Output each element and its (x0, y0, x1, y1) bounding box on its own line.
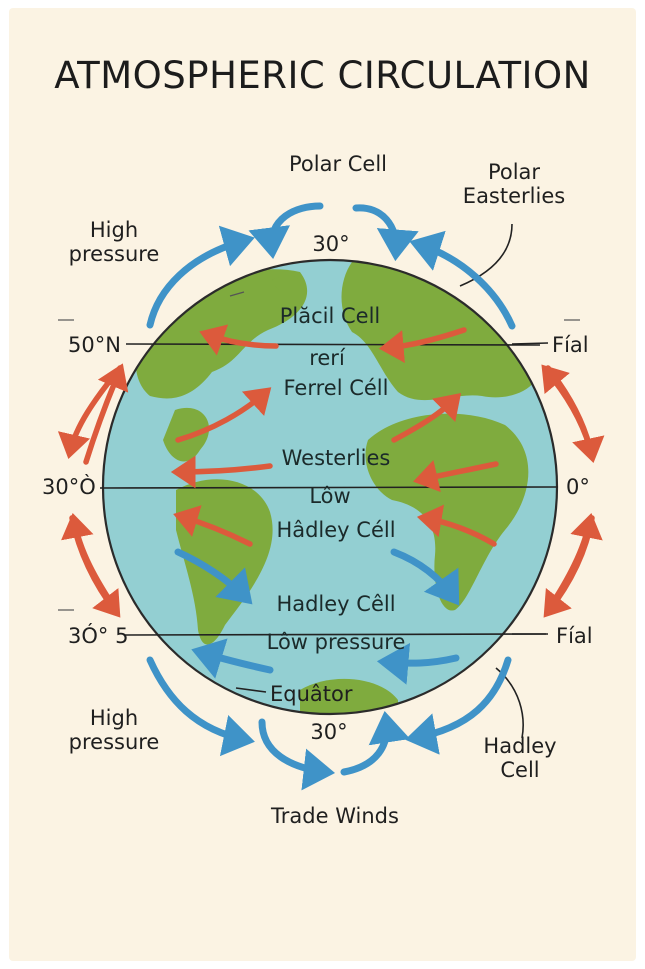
decorative-ticks (58, 291, 580, 611)
label-polar-easterlies-line2: Easterlies (462, 184, 566, 209)
label-low-pressure: Lôw pressure (266, 630, 406, 654)
label-hadley-cell-lower: Hadley Cêll (276, 592, 396, 616)
label-30-degree-top: 30° (312, 232, 350, 256)
label-hadley-cell-upper: Hâdley Céll (276, 518, 396, 542)
north-arrow-left (146, 225, 255, 329)
label-latitude-30o: 30°Ò (42, 475, 96, 499)
trade-cell-arrow-right (340, 711, 411, 776)
label-reri: rerí (309, 346, 345, 370)
north-arrow-right (409, 230, 516, 330)
label-ferrel-cell: Ferrel Céll (283, 376, 389, 400)
label-latitude-50n: 50°N (68, 333, 121, 357)
polar-cell-arrow-right (352, 204, 419, 262)
trade-arrow-east (416, 504, 497, 547)
hadley-arrow-east (390, 548, 460, 606)
label-high-pressure-south: High pressure (52, 706, 176, 754)
label-high-pressure-south-line1: High (89, 706, 139, 730)
cold-circulation-arrows (146, 202, 516, 791)
label-hadley-cell-south-line1: Hadley (483, 734, 557, 758)
label-hadley-cell-south-line2: Cell (500, 758, 540, 783)
tick (229, 291, 245, 297)
eurasia (341, 261, 543, 401)
left-arrow-upper-down (83, 363, 129, 465)
label-latitude-30s: 3Ó° 5 (68, 624, 129, 648)
right-arrow-lower-up (545, 512, 603, 613)
antarctica (300, 678, 398, 714)
polar-surface-arrow-west (199, 324, 279, 356)
ferrel-arrow-east (391, 392, 462, 443)
leader-equator (235, 687, 267, 693)
latitude-line-30s (123, 633, 547, 636)
label-polar-cell: Polar Cell (288, 152, 388, 176)
label-high-pressure-north: High pressure (52, 218, 176, 266)
polar-cell-arrow-left (248, 202, 324, 260)
westerlies-arrow-west (170, 455, 273, 489)
greenland (272, 275, 301, 293)
label-fial-top: Fíal (552, 333, 589, 357)
south-arrow-right (405, 656, 512, 755)
leader-polar-easterlies (459, 223, 513, 287)
label-trade-winds: Trade Winds (271, 804, 399, 828)
label-westerlies: Westerlies (281, 446, 391, 470)
ferrel-arrow-west (175, 387, 272, 443)
label-fial-bottom: Fíal (556, 624, 593, 648)
label-placil-cell: Plăcil Cell (279, 304, 381, 328)
leader-fial-top (511, 342, 549, 345)
trade-cell-arrow-left (258, 718, 336, 791)
left-arrow-lower-up (61, 512, 119, 613)
label-equator: Equâtor (270, 682, 353, 706)
label-polar-easterlies-line1: Polar (487, 160, 541, 184)
label-high-pressure-north-line1: High (89, 218, 139, 242)
label-0-degree: 0° (566, 475, 590, 499)
surface-arrow-east (376, 642, 460, 685)
hadley-arrow-west (174, 548, 253, 605)
trade-arrow-west (173, 505, 253, 547)
right-arrow-upper-up (541, 364, 595, 459)
label-hadley-cell-south: Hadley Cell (470, 734, 570, 782)
page-title: ATMOSPHERIC CIRCULATION (54, 54, 591, 97)
polar-surface-arrow-east (378, 327, 467, 363)
south-arrow-left (146, 656, 255, 757)
africa (365, 413, 529, 611)
label-high-pressure-north-line2: pressure (68, 242, 160, 267)
label-polar-easterlies: Polar Easterlies (446, 160, 582, 208)
latitude-line-50n (125, 343, 541, 346)
label-low: Lôw (309, 484, 351, 508)
westerlies-arrow-east (413, 459, 499, 493)
label-high-pressure-south-line2: pressure (68, 730, 160, 755)
warm-circulation-arrows (57, 324, 605, 618)
label-30-degree-bottom: 30° (310, 720, 348, 744)
surface-arrow-west (191, 638, 274, 679)
